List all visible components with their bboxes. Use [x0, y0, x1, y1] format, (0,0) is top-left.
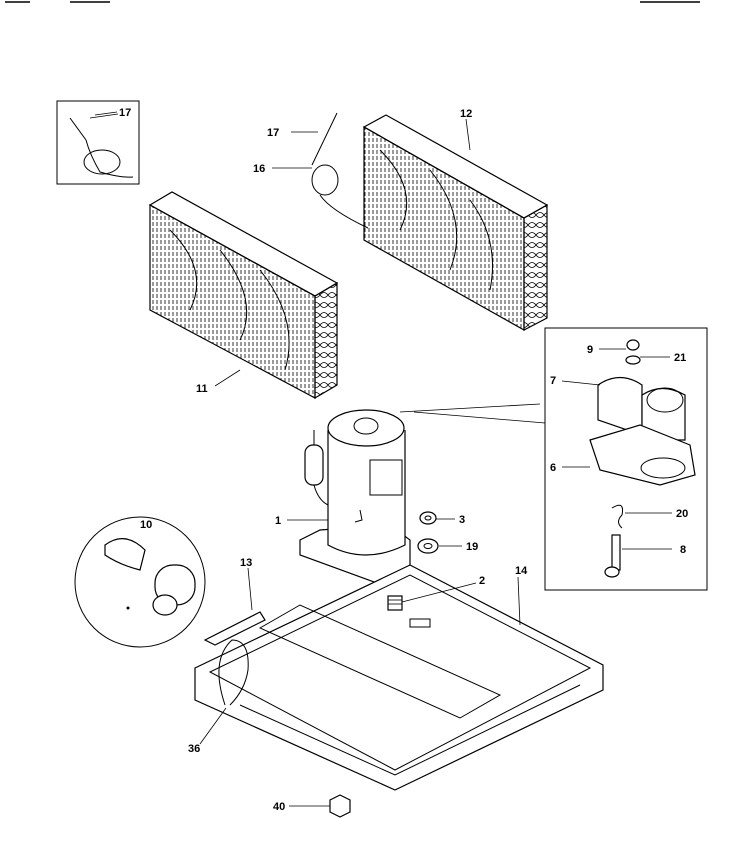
callout-17-inset: 17 [119, 107, 131, 119]
overload-detail-box [544, 327, 708, 591]
evaporator-coil [148, 191, 339, 400]
callout-9: 9 [587, 344, 593, 356]
callout-17: 17 [267, 127, 279, 139]
callout-labels: 17 17 16 12 11 9 21 7 6 20 8 10 1 3 19 2… [119, 107, 688, 813]
capillary-tube [311, 112, 369, 229]
grommets [417, 511, 439, 554]
callout-11: 11 [196, 383, 208, 395]
callout-19: 19 [466, 541, 478, 553]
callout-16: 16 [253, 163, 265, 175]
callout-1: 1 [275, 515, 281, 527]
callout-3: 3 [459, 514, 465, 526]
compressor [299, 403, 541, 587]
inset-capacitor-circle [74, 516, 206, 648]
callout-7: 7 [550, 375, 556, 387]
callout-36: 36 [188, 743, 200, 755]
condenser-coil [362, 114, 549, 332]
callout-14: 14 [515, 565, 528, 577]
drain-loop [218, 639, 249, 706]
base-pan [194, 564, 604, 791]
callout-13: 13 [240, 557, 252, 569]
callout-12: 12 [460, 108, 472, 120]
callout-8: 8 [680, 544, 686, 556]
callout-10: 10 [140, 519, 152, 531]
callout-20: 20 [676, 508, 688, 520]
callout-2: 2 [479, 575, 485, 587]
callout-21: 21 [674, 352, 686, 364]
inset-thermostat-bulb [56, 100, 140, 185]
leader-lines [94, 111, 672, 807]
callout-40: 40 [273, 801, 285, 813]
misc-parts [329, 595, 403, 818]
callout-6: 6 [550, 462, 556, 474]
